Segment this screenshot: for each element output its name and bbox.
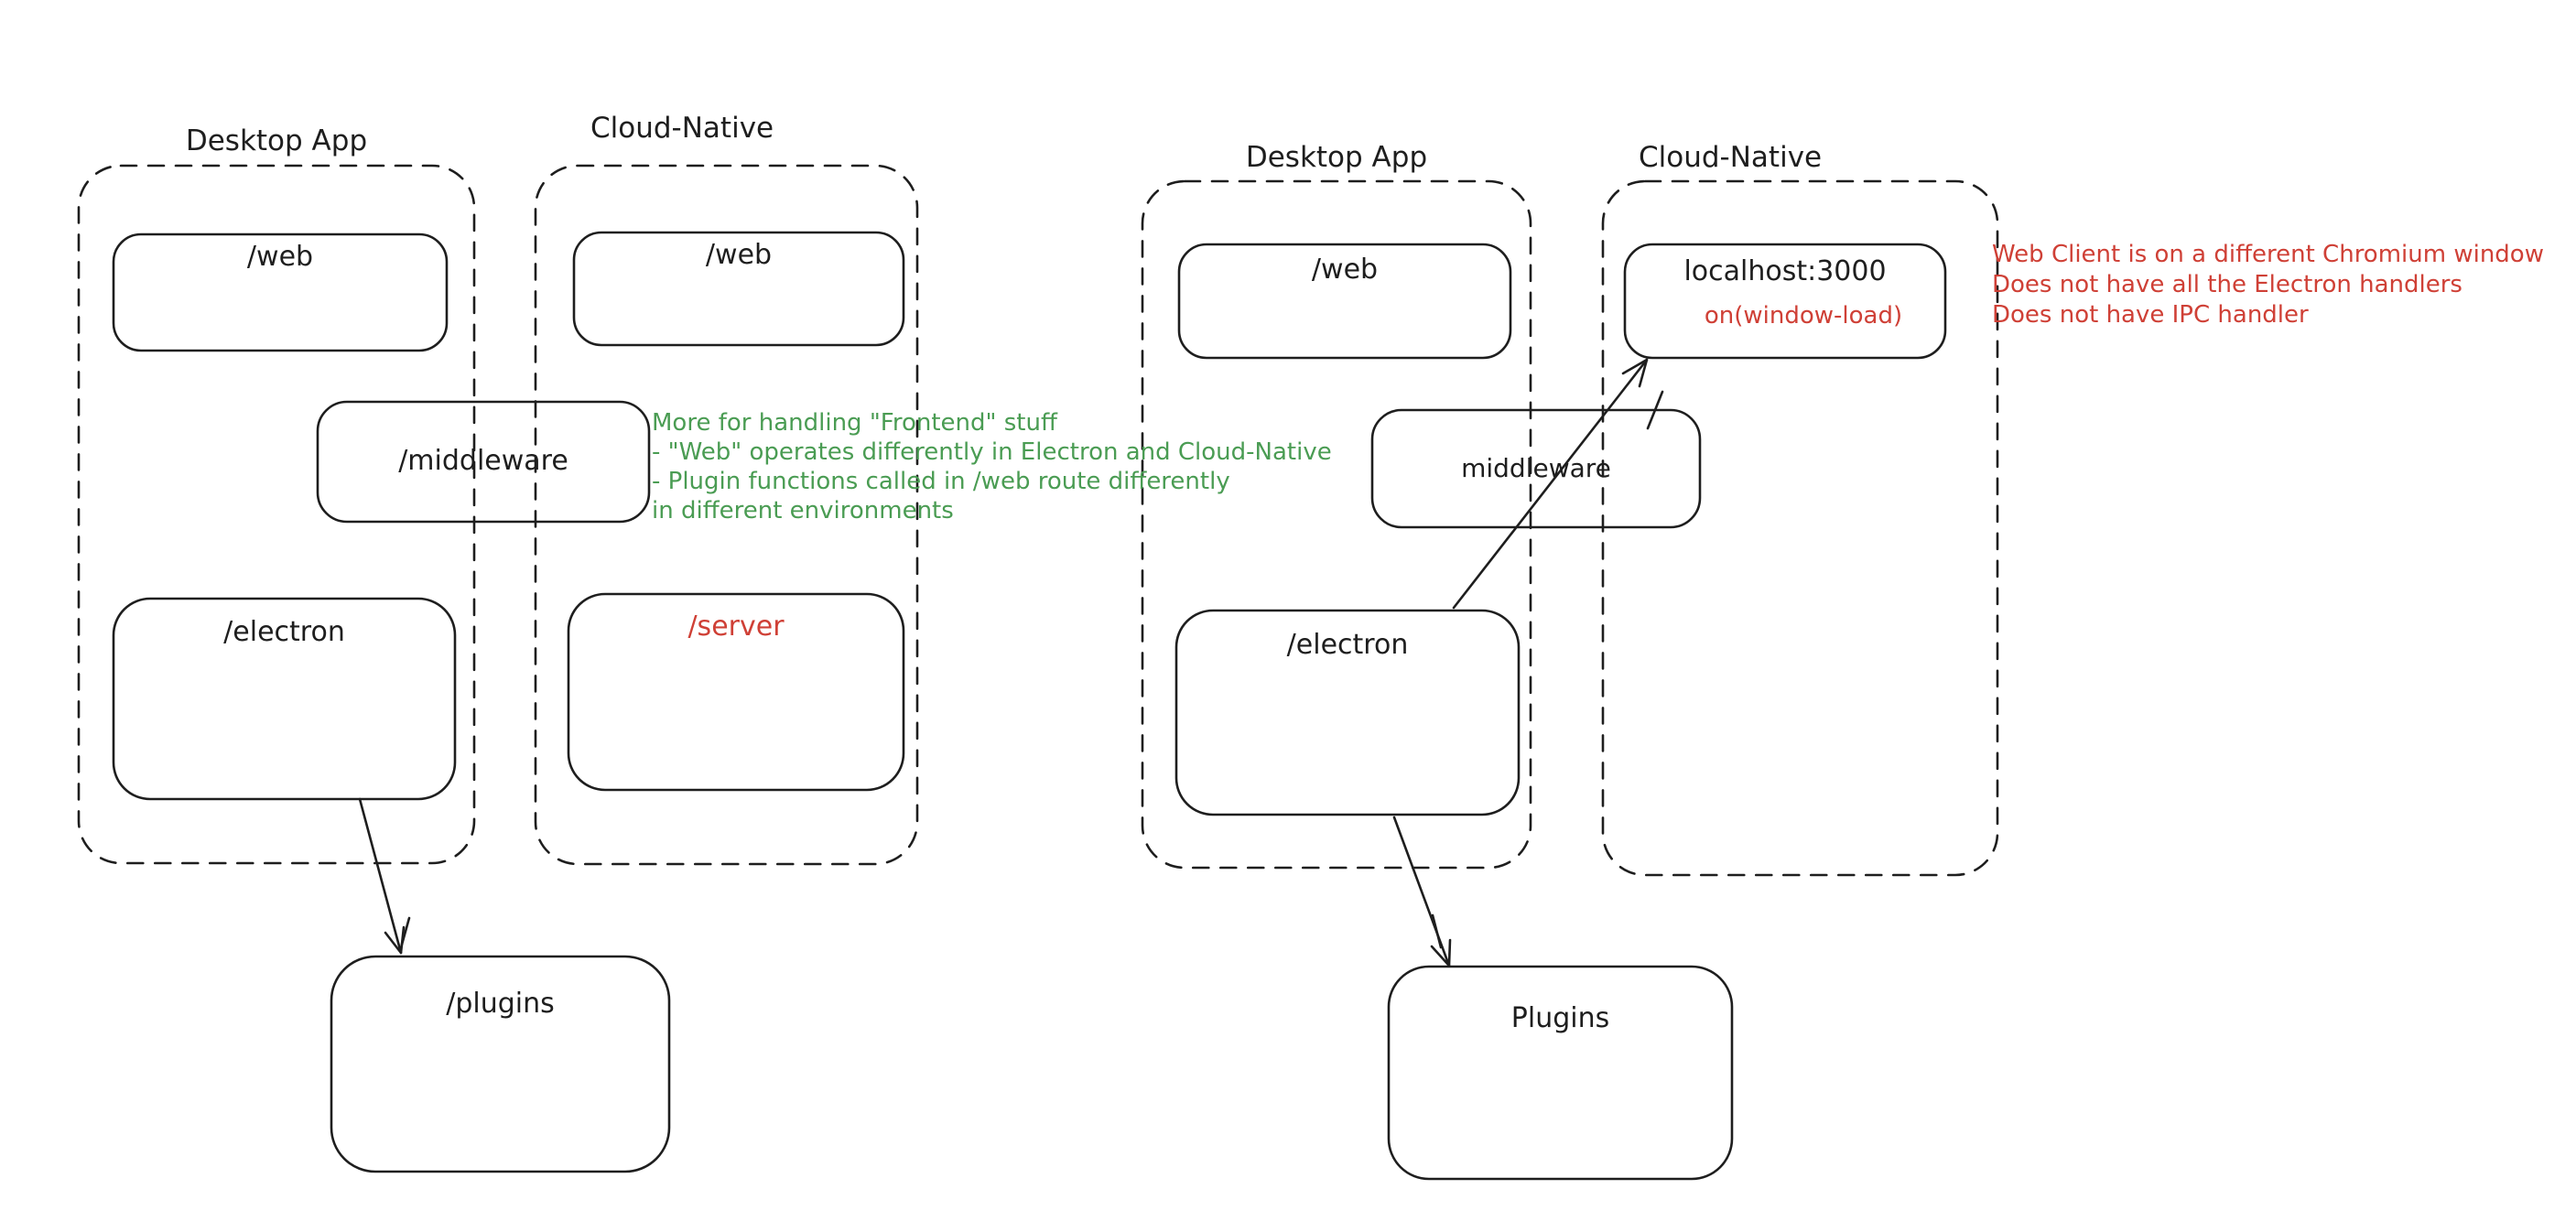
right-electron-to-plugins-arrow xyxy=(1392,816,1452,967)
right-desktop-app-container xyxy=(1141,179,1532,870)
left-web-cloud-box xyxy=(572,231,905,347)
left-desktop-app-label: Desktop App xyxy=(185,124,368,157)
left-web-desktop-box xyxy=(112,232,449,352)
right-localhost-label: localhost:3000 xyxy=(1683,255,1887,287)
right-electron-box xyxy=(1174,609,1521,816)
left-annotation: More for handling "Frontend" stuff - "We… xyxy=(652,408,1332,525)
left-server-box xyxy=(567,592,905,792)
right-desktop-app-label: Desktop App xyxy=(1245,141,1428,174)
left-middleware-label: /middleware xyxy=(398,445,568,477)
left-annotation-line: - Plugin functions called in /web route … xyxy=(652,468,1230,495)
right-cloud-native-label: Cloud-Native xyxy=(1639,141,1823,174)
right-annotation: Web Client is on a different Chromium wi… xyxy=(1992,240,2544,330)
right-middleware-label: middleware xyxy=(1461,453,1611,483)
left-electron-box xyxy=(112,597,457,801)
right-plugins-label: Plugins xyxy=(1510,1002,1610,1034)
left-annotation-line: in different environments xyxy=(652,497,954,524)
left-annotation-line: More for handling "Frontend" stuff xyxy=(652,409,1057,437)
right-annotation-line: Does not have all the Electron handlers xyxy=(1992,271,2462,298)
left-electron-to-plugins-arrow xyxy=(358,797,411,955)
left-middleware-box xyxy=(316,400,651,524)
left-electron-label: /electron xyxy=(223,616,345,648)
left-server-label: /server xyxy=(687,611,785,643)
left-plugins-label: /plugins xyxy=(446,988,555,1020)
left-web-cloud-label: /web xyxy=(705,239,773,271)
left-web-desktop-label: /web xyxy=(246,241,314,273)
right-electron-label: /electron xyxy=(1286,629,1409,661)
right-web-box xyxy=(1177,243,1512,360)
left-cloud-native-label: Cloud-Native xyxy=(590,112,774,145)
right-localhost-event-label: on(window-load) xyxy=(1704,302,1903,330)
right-localhost-box xyxy=(1623,243,1947,360)
right-electron-to-localhost-arrow xyxy=(1452,358,1664,610)
right-annotation-line: Does not have IPC handler xyxy=(1992,301,2309,329)
right-annotation-line: Web Client is on a different Chromium wi… xyxy=(1992,241,2544,268)
left-annotation-line: - "Web" operates differently in Electron… xyxy=(652,438,1332,466)
right-web-label: /web xyxy=(1311,254,1379,286)
left-cloud-native-container xyxy=(534,164,919,866)
left-plugins-box xyxy=(330,955,671,1173)
right-plugins-box xyxy=(1387,965,1734,1181)
left-desktop-app-container xyxy=(77,164,476,865)
right-middleware-box xyxy=(1370,408,1702,529)
